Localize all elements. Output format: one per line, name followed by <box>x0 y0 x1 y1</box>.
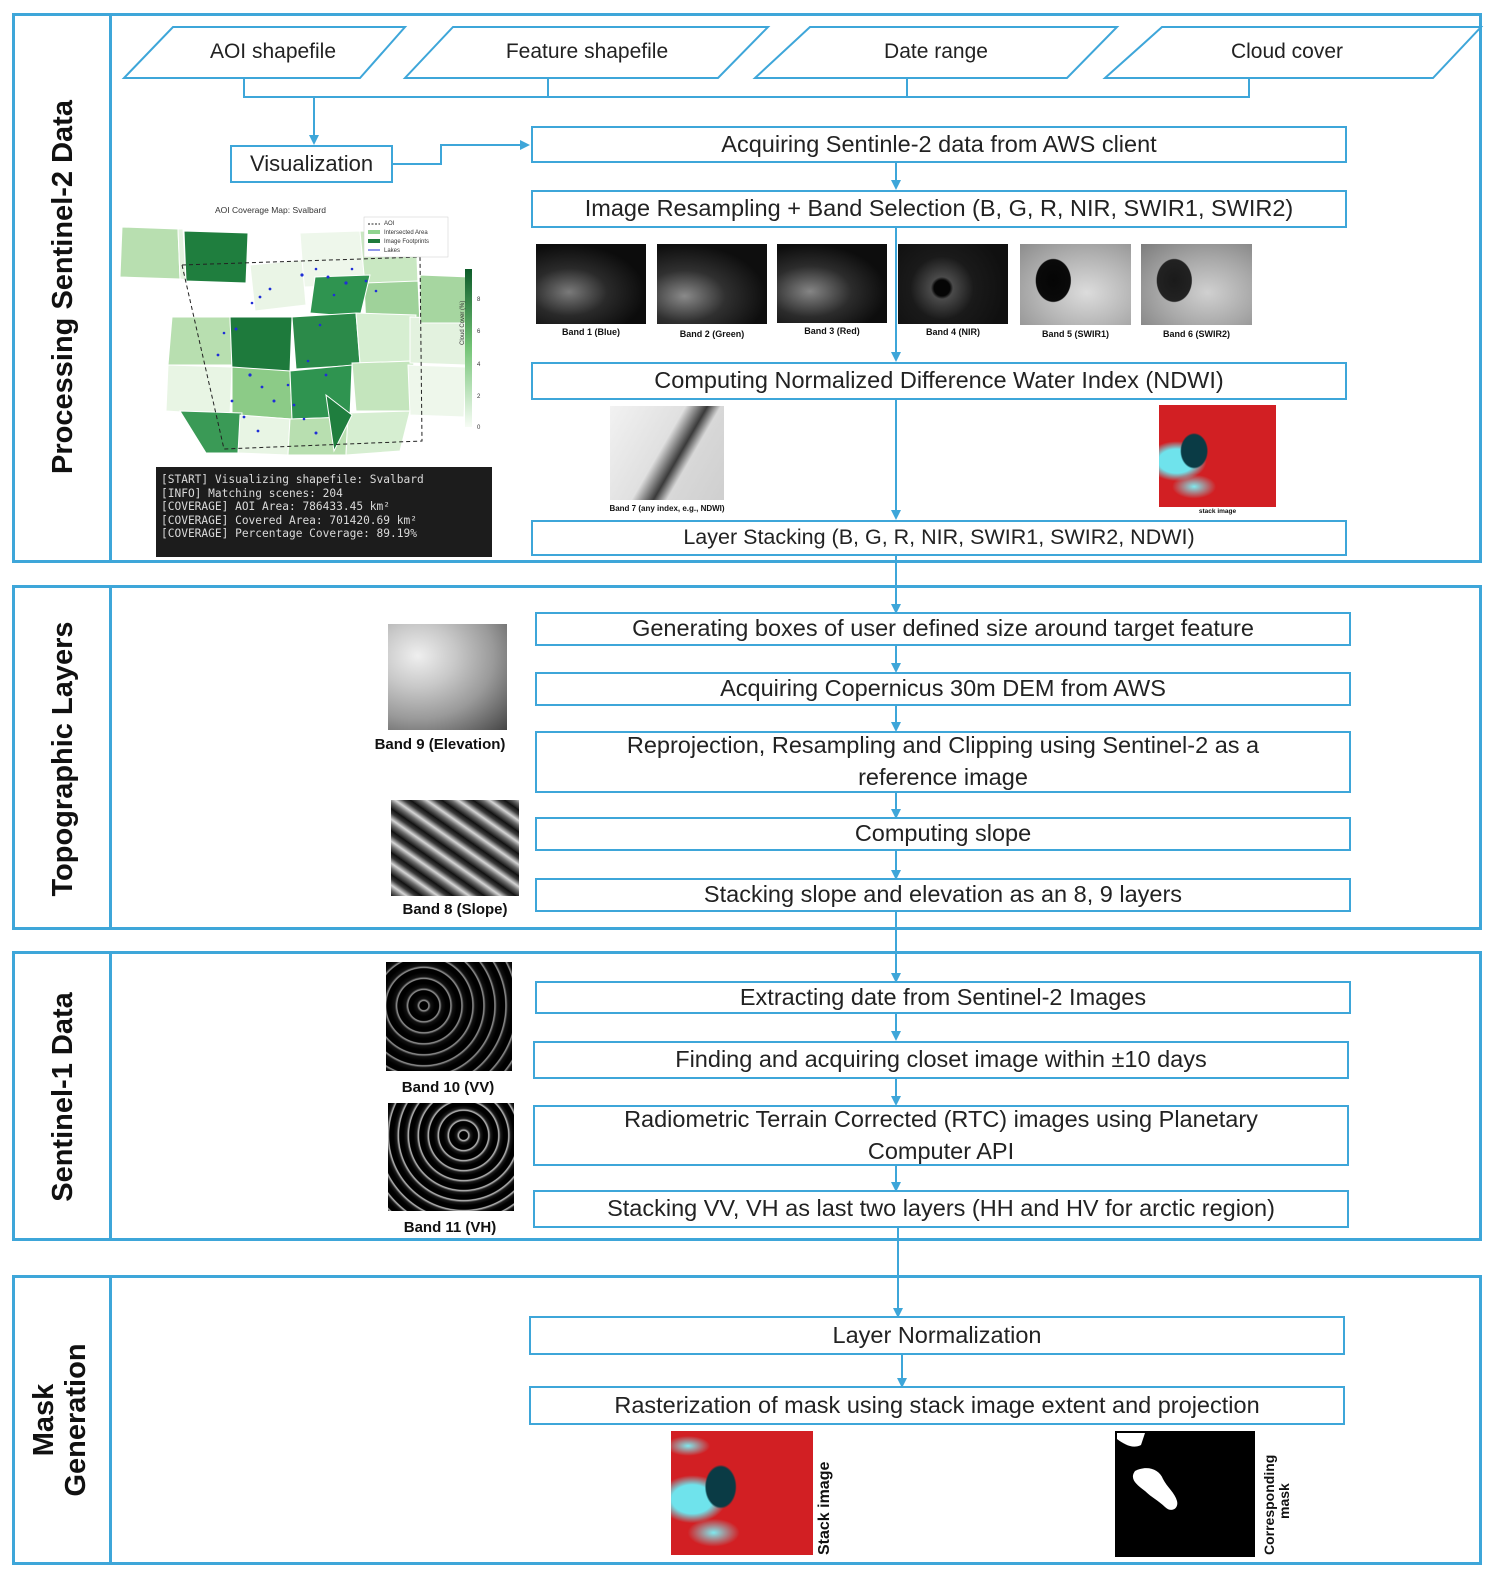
terminal-line: [COVERAGE] AOI Area: 786433.45 km² <box>161 500 391 514</box>
band-1-caption: Band 1 (Blue) <box>561 327 620 337</box>
vh-image <box>388 1103 514 1211</box>
mask-image <box>1115 1431 1255 1557</box>
map-colorbar-tick: 0 <box>477 425 481 431</box>
band-3-image <box>777 244 887 323</box>
slope-caption: Band 8 (Slope) <box>402 901 508 918</box>
mask-caption: Corresponding mask <box>1261 1454 1293 1555</box>
topo-step-boxes: Generating boxes of user defined size ar… <box>535 612 1351 646</box>
topo-step-slope: Computing slope <box>535 817 1351 851</box>
band-2-caption: Band 2 (Green) <box>679 329 745 339</box>
input-cloud-shape <box>1102 26 1484 79</box>
ndwi-caption: Band 7 (any index, e.g., NDWI) <box>609 504 725 513</box>
map-colorbar-tick: 2 <box>477 394 481 400</box>
band-5-image <box>1020 244 1131 325</box>
mask-step-rasterize: Rasterization of mask using stack image … <box>529 1386 1345 1425</box>
map-colorbar-tick: 4 <box>477 362 481 368</box>
vh-caption: Band 11 (VH) <box>403 1219 497 1236</box>
map-legend-aoi: AOI <box>384 221 395 227</box>
band-5-caption: Band 5 (SWIR1) <box>1041 329 1109 339</box>
map-title: AOI Coverage Map: Svalbard <box>215 205 327 215</box>
elevation-image <box>388 624 507 730</box>
section-sentinel1-label: Sentinel-1 Data <box>47 992 79 1202</box>
map-legend-lakes: Lakes <box>384 248 401 254</box>
mask-step-normalize: Layer Normalization <box>529 1316 1345 1355</box>
mask-caption-line2: mask <box>1276 1483 1293 1519</box>
section-topographic-label-cell: Topographic Layers <box>15 588 112 927</box>
vv-caption: Band 10 (VV) <box>401 1079 495 1096</box>
terminal-line: [START] Visualizing shapefile: Svalbard <box>161 473 424 486</box>
section-mask-label-cell: Mask Generation <box>15 1278 112 1562</box>
map-colorbar-label: Cloud Cover (%) <box>460 300 466 345</box>
section-sentinel2: Processing Sentinel-2 Data <box>12 13 1482 563</box>
input-feature-label: Feature shapefile <box>505 40 669 63</box>
terminal-line: [COVERAGE] Covered Area: 701420.69 km² <box>161 513 417 527</box>
s2-stack-caption: stack image <box>1198 508 1237 515</box>
visualization-box: Visualization <box>230 145 393 183</box>
section-mask-label-line2: Generation <box>60 1343 93 1497</box>
s2-step-stack: Layer Stacking (B, G, R, NIR, SWIR1, SWI… <box>531 520 1347 556</box>
s1-step-stack: Stacking VV, VH as last two layers (HH a… <box>533 1190 1349 1228</box>
input-date-shape <box>752 26 1120 79</box>
topo-step-dem: Acquiring Copernicus 30m DEM from AWS <box>535 672 1351 706</box>
section-mask-label: Mask Generation <box>28 1270 100 1570</box>
s2-step-acquire: Acquiring Sentinle-2 data from AWS clien… <box>531 126 1347 163</box>
s2-step-ndwi: Computing Normalized Difference Water In… <box>531 362 1347 400</box>
input-cloud-label: Cloud cover <box>1230 40 1344 63</box>
terminal-line: [COVERAGE] Percentage Coverage: 89.19% <box>161 527 417 541</box>
band-1-image <box>536 244 646 324</box>
s2-step-resample: Image Resampling + Band Selection (B, G,… <box>531 190 1347 228</box>
mask-caption-line1: Corresponding <box>1261 1454 1277 1555</box>
section-sentinel2-label: Processing Sentinel-2 Data <box>47 100 79 474</box>
band-3-caption: Band 3 (Red) <box>804 326 860 336</box>
section-sentinel2-label-cell: Processing Sentinel-2 Data <box>15 16 112 560</box>
s1-step-date: Extracting date from Sentinel-2 Images <box>535 981 1351 1014</box>
input-shapes <box>121 26 1484 79</box>
band-6-caption: Band 6 (SWIR2) <box>1162 329 1230 339</box>
terminal-line: [INFO] Matching scenes: 204 <box>161 486 343 500</box>
mask-stack-caption: Stack image <box>816 1461 833 1555</box>
mask-stack-image <box>671 1431 813 1555</box>
input-date-label: Date range <box>884 40 988 63</box>
input-aoi-label: AOI shapefile <box>209 40 337 63</box>
aoi-coverage-map: AOI Coverage Map: Svalbard <box>120 205 510 460</box>
section-mask-label-line1: Mask <box>28 1383 60 1457</box>
s1-step-rtc: Radiometric Terrain Corrected (RTC) imag… <box>533 1105 1349 1166</box>
ndwi-image <box>610 406 724 500</box>
band-2-image <box>657 244 767 324</box>
map-legend-intersected: Intersected Area <box>384 230 428 236</box>
band-4-caption: Band 4 (NIR) <box>926 327 980 337</box>
topo-step-stack: Stacking slope and elevation as an 8, 9 … <box>535 878 1351 912</box>
input-aoi-shape <box>121 26 408 79</box>
input-feature-shape <box>402 26 771 79</box>
terminal-log: [START] Visualizing shapefile: Svalbard … <box>156 467 492 557</box>
section-sentinel1: Sentinel-1 Data <box>12 951 1482 1241</box>
s1-step-closest: Finding and acquiring closet image withi… <box>533 1041 1349 1079</box>
topo-step-reproject: Reprojection, Resampling and Clipping us… <box>535 731 1351 793</box>
input-merge-line <box>243 78 1250 98</box>
section-sentinel1-label-cell: Sentinel-1 Data <box>15 954 112 1238</box>
s2-stack-image <box>1159 405 1276 507</box>
band-4-image <box>898 244 1008 324</box>
arrow-viz-to-acquire <box>393 140 530 165</box>
map-colorbar-tick: 6 <box>477 329 481 335</box>
vv-image <box>386 962 512 1071</box>
slope-image <box>391 800 519 896</box>
section-topographic: Topographic Layers <box>12 585 1482 930</box>
band-6-image <box>1141 244 1252 325</box>
elevation-caption: Band 9 (Elevation) <box>374 736 506 753</box>
map-legend-footprints: Image Footprints <box>384 239 430 245</box>
map-colorbar-tick: 8 <box>477 297 481 303</box>
section-mask: Mask Generation <box>12 1275 1482 1565</box>
